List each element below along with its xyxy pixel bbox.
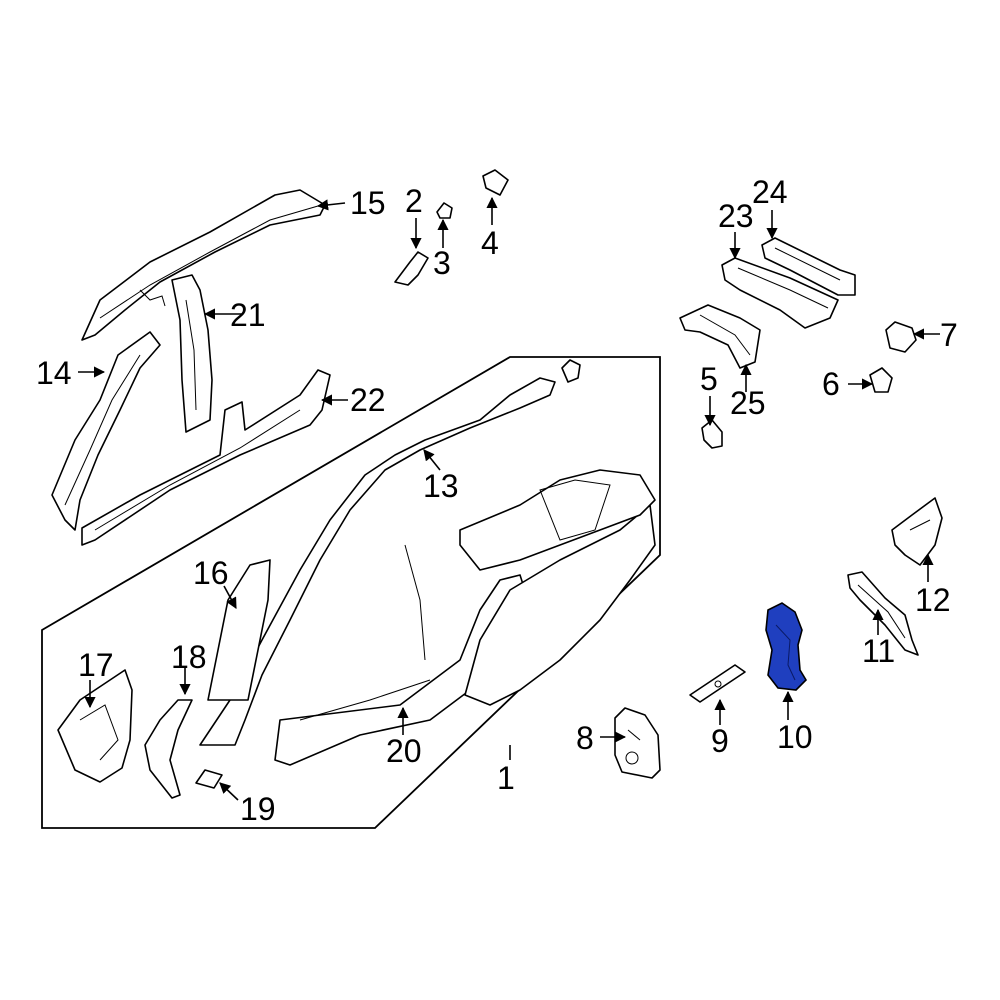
part-23-roof-bow[interactable]: [721, 257, 839, 329]
part-1-body-side[interactable]: [199, 377, 656, 766]
callout-14: 14: [36, 355, 72, 391]
callout-12: 12: [915, 582, 951, 618]
part-14-a-pillar[interactable]: [51, 331, 161, 531]
callout-10: 10: [777, 719, 813, 755]
part-2-bracket[interactable]: [394, 251, 429, 286]
part-6-plug[interactable]: [869, 367, 893, 393]
part-8-block[interactable]: [614, 707, 661, 779]
callout-1: 1: [497, 760, 515, 796]
callout-13: 13: [423, 468, 459, 504]
callout-21: 21: [230, 297, 266, 333]
part-19-clip[interactable]: [195, 769, 223, 789]
part-22-rocker[interactable]: [81, 369, 331, 546]
callout-16: 16: [193, 555, 229, 591]
callout-5: 5: [700, 361, 718, 397]
callout-9: 9: [711, 723, 729, 759]
part-10-highlighted[interactable]: [765, 602, 808, 691]
callout-15: 15: [350, 185, 386, 221]
callout-8: 8: [576, 720, 594, 756]
callout-19: 19: [240, 791, 276, 827]
callout-24: 24: [752, 174, 788, 210]
part-25-bracket[interactable]: [679, 304, 761, 369]
callout-22: 22: [350, 382, 386, 418]
callout-11: 11: [862, 633, 895, 669]
part-17-panel[interactable]: [57, 669, 133, 783]
callout-17: 17: [78, 647, 114, 683]
callout-20: 20: [386, 733, 422, 769]
callout-23: 23: [718, 198, 754, 234]
callout-labels: 1 2 3 4 5 6 7 8 9 10 11 12 13 14 15 16 1…: [36, 174, 958, 827]
part-3-clip[interactable]: [436, 202, 453, 219]
callout-3: 3: [433, 245, 451, 281]
part-13-clip[interactable]: [561, 359, 581, 383]
callout-25: 25: [730, 385, 766, 421]
callout-7: 7: [940, 317, 958, 353]
assembly-frame: [41, 356, 661, 829]
part-7-plug[interactable]: [885, 321, 917, 353]
part-18-pillar-lower[interactable]: [144, 699, 193, 799]
part-21-b-pillar[interactable]: [171, 274, 213, 433]
part-9-plate[interactable]: [689, 664, 746, 703]
callout-4: 4: [481, 225, 499, 261]
part-24-roof-bow[interactable]: [761, 237, 856, 296]
leader-lines: [78, 196, 940, 801]
callout-2: 2: [405, 183, 423, 219]
part-4-bracket[interactable]: [482, 169, 509, 196]
part-5-bracket[interactable]: [701, 419, 723, 449]
callout-6: 6: [822, 366, 840, 402]
part-12-bracket[interactable]: [891, 497, 943, 566]
callout-18: 18: [171, 639, 207, 675]
